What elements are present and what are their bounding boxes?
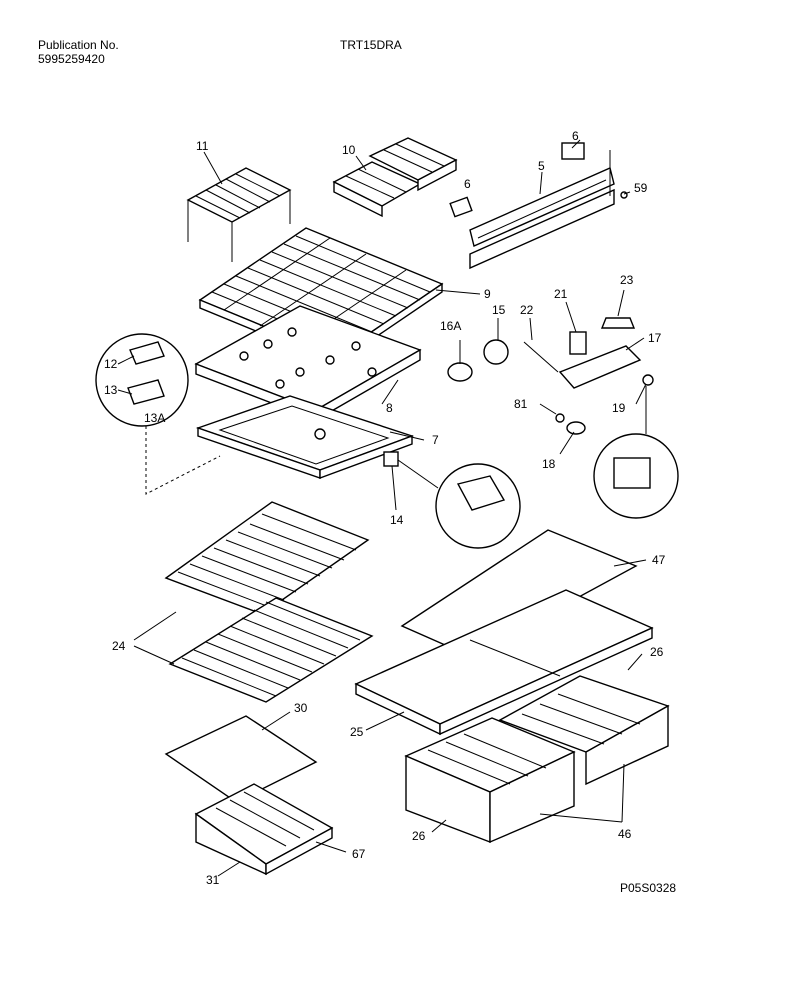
door-bin-part [127,379,165,405]
callout-10: 10 [342,143,356,157]
control-housing-part [558,345,642,389]
switch-detail-part [613,457,651,489]
callout-22: 22 [520,303,534,317]
callout-67: 67 [352,847,366,861]
callout-19: 19 [612,401,626,415]
bracket-part [561,142,585,160]
callout-17: 17 [648,331,662,345]
callout-26: 26 [650,645,664,659]
light-switch-part [569,331,587,355]
callout-59: 59 [634,181,648,195]
callout-7: 7 [432,433,439,447]
callout-13a: 13A [144,411,165,425]
ice-tray-part [332,137,458,218]
screw-part [555,413,565,423]
crisper-pan-right-part [498,675,670,786]
door-bin-part [129,341,165,365]
callout-6: 6 [572,129,579,143]
callout-6: 6 [464,177,471,191]
leader-lines [117,139,647,877]
publication-number: 5995259420 [38,52,105,66]
callout-25: 25 [350,725,364,739]
callout-23: 23 [620,273,634,287]
meat-pan-cover-part [164,715,318,803]
knob-part [566,421,586,435]
detail-circle-door-bins [95,333,189,427]
callout-24: 24 [112,639,126,653]
model-number: TRT15DRA [340,38,402,52]
callout-18: 18 [542,457,556,471]
damper-part [383,451,399,467]
callout-21: 21 [554,287,568,301]
wire-shelf-lower-part [168,597,374,703]
damper-detail-part [456,475,506,511]
switch-part [642,374,654,386]
meat-pan-part [194,783,334,876]
callout-5: 5 [538,159,545,173]
wire-part [523,341,559,373]
light-socket-part [447,362,473,382]
crisper-pan-left-part [404,717,576,844]
callout-26: 26 [412,829,426,843]
callout-47: 47 [652,553,666,567]
breaker-strip-part [469,150,615,270]
callout-16a: 16A [440,319,461,333]
callout-9: 9 [484,287,491,301]
figure-code: P05S0328 [620,881,676,895]
callout-31: 31 [206,873,220,887]
callout-81: 81 [514,397,528,411]
ceiling-panel-part [195,395,415,480]
wire-shelf-upper-part [164,501,370,615]
callout-8: 8 [386,401,393,415]
callout-14: 14 [390,513,404,527]
wire-rack-part [186,167,292,262]
thermostat-knob-part [600,317,636,329]
callout-15: 15 [492,303,506,317]
callout-13: 13 [104,383,118,397]
light-bulb-part [483,339,509,365]
crisper-frame-part [354,589,654,736]
publication-label: Publication No. [38,38,119,52]
bracket-part [449,196,473,218]
callout-12: 12 [104,357,118,371]
callout-46: 46 [618,827,632,841]
callout-11: 11 [196,139,209,153]
detail-pointer [145,426,221,495]
callout-30: 30 [294,701,308,715]
